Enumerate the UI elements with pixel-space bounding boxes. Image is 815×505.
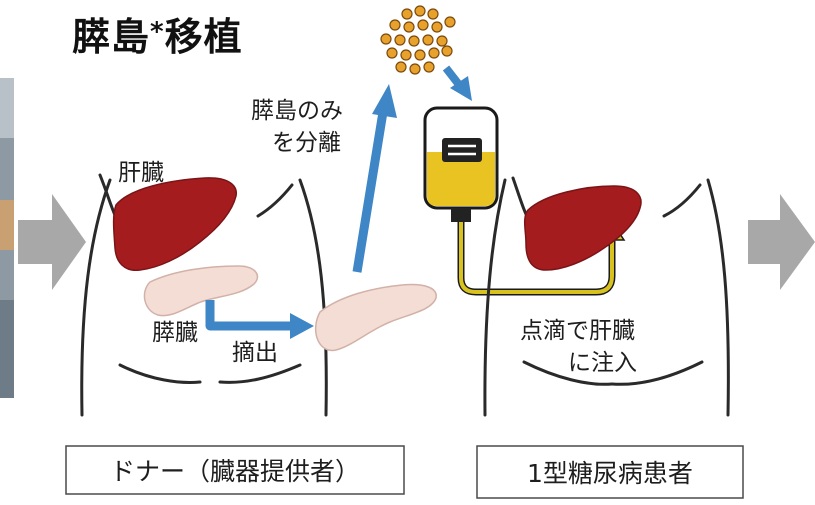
title-rest: 移植 bbox=[164, 15, 243, 59]
patient-liver bbox=[523, 185, 642, 271]
infuse-label-line2: に注入 bbox=[568, 350, 637, 376]
extract-arrow bbox=[205, 300, 314, 339]
title-main: 膵島 bbox=[72, 15, 151, 59]
infuse-label-line1: 点滴で肝臓 bbox=[520, 318, 635, 344]
pancreas-label: 膵臓 bbox=[152, 320, 198, 346]
donor-liver bbox=[112, 177, 237, 271]
donor-pancreas bbox=[143, 265, 259, 317]
donor-box-frame bbox=[65, 445, 405, 495]
iv-bag bbox=[423, 106, 499, 222]
separate-label-line1: 膵島のみ bbox=[251, 98, 343, 124]
separate-label-line2: を分離 bbox=[272, 130, 341, 156]
separate-arrow bbox=[352, 84, 397, 273]
to-bag-arrow bbox=[442, 65, 472, 101]
extracted-pancreas bbox=[314, 283, 437, 352]
donor-box-label: ドナー（臓器提供者） bbox=[109, 457, 360, 486]
liver-label: 肝臓 bbox=[118, 160, 164, 186]
left-photo-fragment bbox=[0, 78, 14, 398]
patient-box-frame bbox=[476, 445, 744, 499]
left-gray-arrow bbox=[18, 194, 86, 290]
extract-label: 摘出 bbox=[232, 340, 278, 366]
patient-box-label: 1型糖尿病患者 bbox=[527, 459, 693, 488]
diagram-title: 膵島*移植 bbox=[72, 6, 243, 61]
right-gray-arrow bbox=[748, 194, 815, 290]
title-asterisk: * bbox=[150, 17, 165, 47]
islet-cluster bbox=[380, 5, 456, 75]
